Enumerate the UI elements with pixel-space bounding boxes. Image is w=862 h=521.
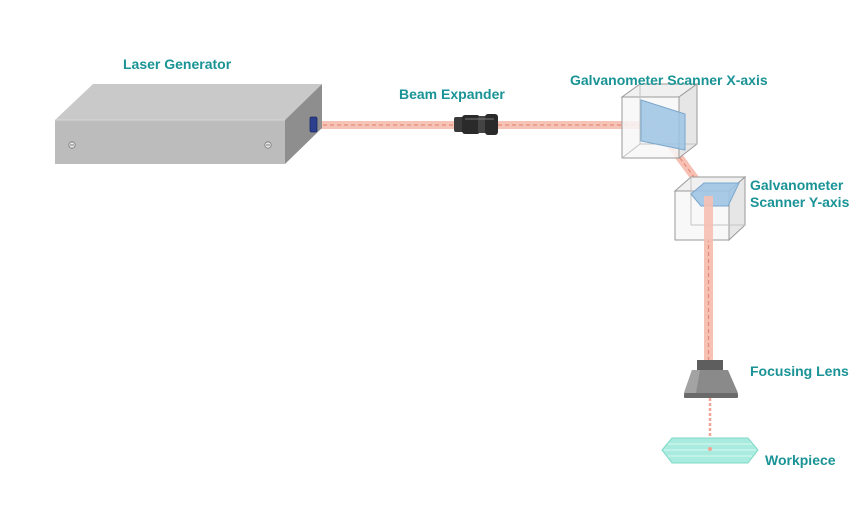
laser-box-front bbox=[55, 120, 285, 164]
galvo-x-icon bbox=[620, 83, 699, 160]
focusing-lens-icon bbox=[684, 360, 738, 398]
laser-beam-path bbox=[316, 121, 713, 448]
screw-icon bbox=[264, 141, 272, 149]
focusing-lens-label: Focusing Lens bbox=[750, 363, 849, 379]
beam-expander-icon bbox=[454, 114, 498, 135]
laser-box-top bbox=[55, 84, 322, 120]
laser-aperture-icon bbox=[309, 116, 318, 133]
laser-box-icon bbox=[55, 84, 322, 164]
workpiece-plate-icon bbox=[661, 437, 759, 464]
laser-generator-label: Laser Generator bbox=[123, 56, 232, 72]
galvo-y-icon bbox=[673, 175, 747, 242]
screw-icon bbox=[68, 141, 76, 149]
galvo-x-mirror bbox=[640, 99, 686, 151]
galvo-y-mirror bbox=[690, 182, 740, 207]
beam-expander-label: Beam Expander bbox=[399, 86, 505, 102]
galvo-x-label: Galvanometer Scanner X-axis bbox=[570, 72, 768, 88]
laser-box-side bbox=[285, 84, 322, 164]
workpiece-label: Workpiece bbox=[765, 452, 836, 468]
galvo-y-label: Galvanometer Scanner Y-axis bbox=[750, 177, 850, 210]
beam-segment-vertical bbox=[704, 196, 713, 361]
